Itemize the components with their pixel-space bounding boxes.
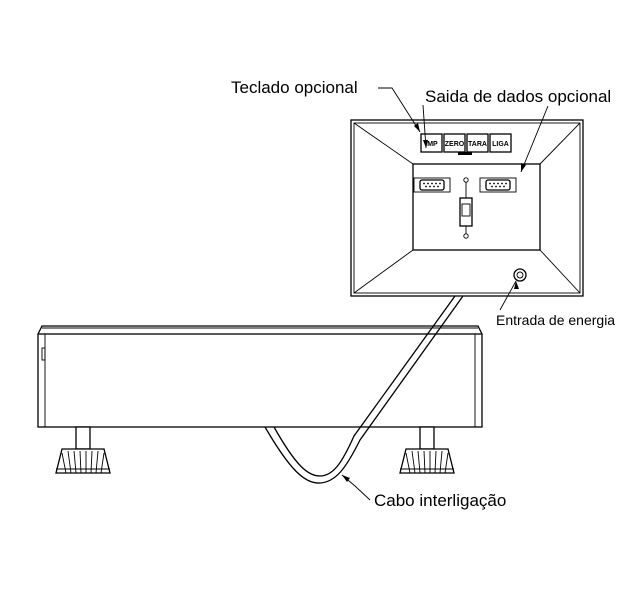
platform-base xyxy=(37,325,483,428)
foot-left xyxy=(55,426,111,474)
power-inlet xyxy=(513,268,527,282)
key-tara: TARA xyxy=(468,141,487,148)
label-power-in: Entrada de energia xyxy=(496,312,615,328)
serial-connector-left xyxy=(413,177,451,193)
foot-right xyxy=(399,426,455,474)
interconnect-cable xyxy=(264,295,464,484)
key-zero: ZERO xyxy=(445,141,465,148)
key-imp: IMP xyxy=(425,141,438,148)
optional-keypad: IMP ZERO TARA LIGA xyxy=(420,133,512,155)
serial-connector-right xyxy=(479,177,517,193)
power-switch xyxy=(459,177,473,239)
leader-lines xyxy=(341,87,549,501)
label-cable: Cabo interligação xyxy=(374,491,506,510)
label-keyboard: Teclado opcional xyxy=(231,78,358,97)
label-data-out: Saida de dados opcional xyxy=(425,87,611,106)
key-liga: LIGA xyxy=(492,141,509,148)
